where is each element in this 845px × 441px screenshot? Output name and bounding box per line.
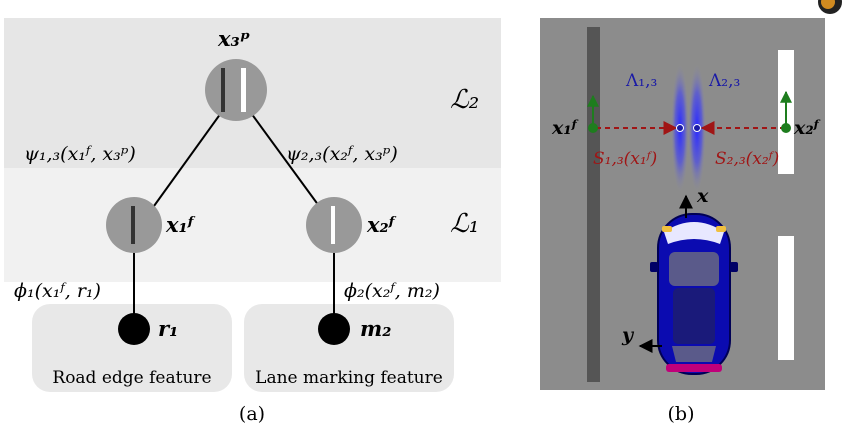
node-m2	[318, 313, 350, 345]
x1f-label: x₁ᶠ	[551, 117, 579, 139]
lane-marking-lower	[778, 236, 794, 360]
x2f-label: x₂ᶠ	[793, 117, 821, 139]
lambda-13-label: Λ₁,₃	[625, 71, 657, 91]
panel-b: Λ₁,₃ Λ₂,₃ x₁ᶠ x₂ᶠ S₁,₃(x₁ᶠ) S₂,₃(x₂ᶠ)	[540, 18, 825, 425]
edge-psi-right	[250, 112, 320, 207]
lane-marking-feature-box	[244, 304, 454, 392]
node-x3p-white-marker	[241, 68, 246, 112]
panel-a: x₃ᵖ x₁ᶠ x₂ᶠ r₁ m₂ ℒ₂ ℒ₁ ψ₁,₃(x₁ᶠ, x₃ᵖ) ψ…	[4, 18, 501, 425]
x2f-point	[781, 123, 791, 133]
s13-label: S₁,₃(x₁ᶠ)	[593, 149, 657, 169]
node-m2-label: m₂	[360, 316, 391, 341]
vehicle-y-axis-label: y	[621, 324, 635, 346]
psi-right-label: ψ₂,₃(x₂ᶠ, x₃ᵖ)	[286, 143, 398, 165]
layer-1-band	[4, 168, 501, 282]
layer-1-label: ℒ₁	[450, 209, 479, 239]
node-x3p-label: x₃ᵖ	[217, 26, 250, 51]
lambda-23-label: Λ₂,₃	[708, 71, 740, 91]
projected-point-left	[676, 124, 684, 132]
edge-psi-left	[153, 112, 222, 207]
road-edge-feature-box	[32, 304, 232, 392]
s23-label: S₂,₃(x₂ᶠ)	[715, 149, 779, 169]
corner-badge-icon	[818, 0, 842, 14]
node-x1f-dark-marker	[131, 206, 135, 244]
node-x2f-label: x₂ᶠ	[366, 212, 397, 237]
psi-left-label: ψ₁,₃(x₁ᶠ, x₃ᵖ)	[24, 143, 136, 165]
phi-right-label: ϕ₂(x₂ᶠ, m₂)	[344, 280, 440, 302]
x1f-point	[588, 123, 598, 133]
node-r1-label: r₁	[158, 316, 178, 341]
node-x3p	[205, 59, 267, 121]
projected-point-right	[693, 124, 701, 132]
node-r1	[118, 313, 150, 345]
node-x3p-dark-marker	[221, 68, 225, 112]
lane-marking-feature-label: Lane marking feature	[255, 368, 443, 388]
road-edge-feature-label: Road edge feature	[52, 368, 211, 388]
node-x2f-white-marker	[331, 206, 335, 244]
phi-left-label: ϕ₁(x₁ᶠ, r₁)	[14, 280, 101, 302]
layer-2-label: ℒ₂	[450, 85, 479, 115]
ego-vehicle	[650, 213, 738, 375]
panel-a-caption: (a)	[239, 403, 265, 425]
road-edge-strip	[587, 27, 600, 382]
panel-b-caption: (b)	[668, 403, 695, 425]
vehicle-x-axis-label: x	[696, 185, 709, 207]
node-x1f-label: x₁ᶠ	[165, 212, 196, 237]
